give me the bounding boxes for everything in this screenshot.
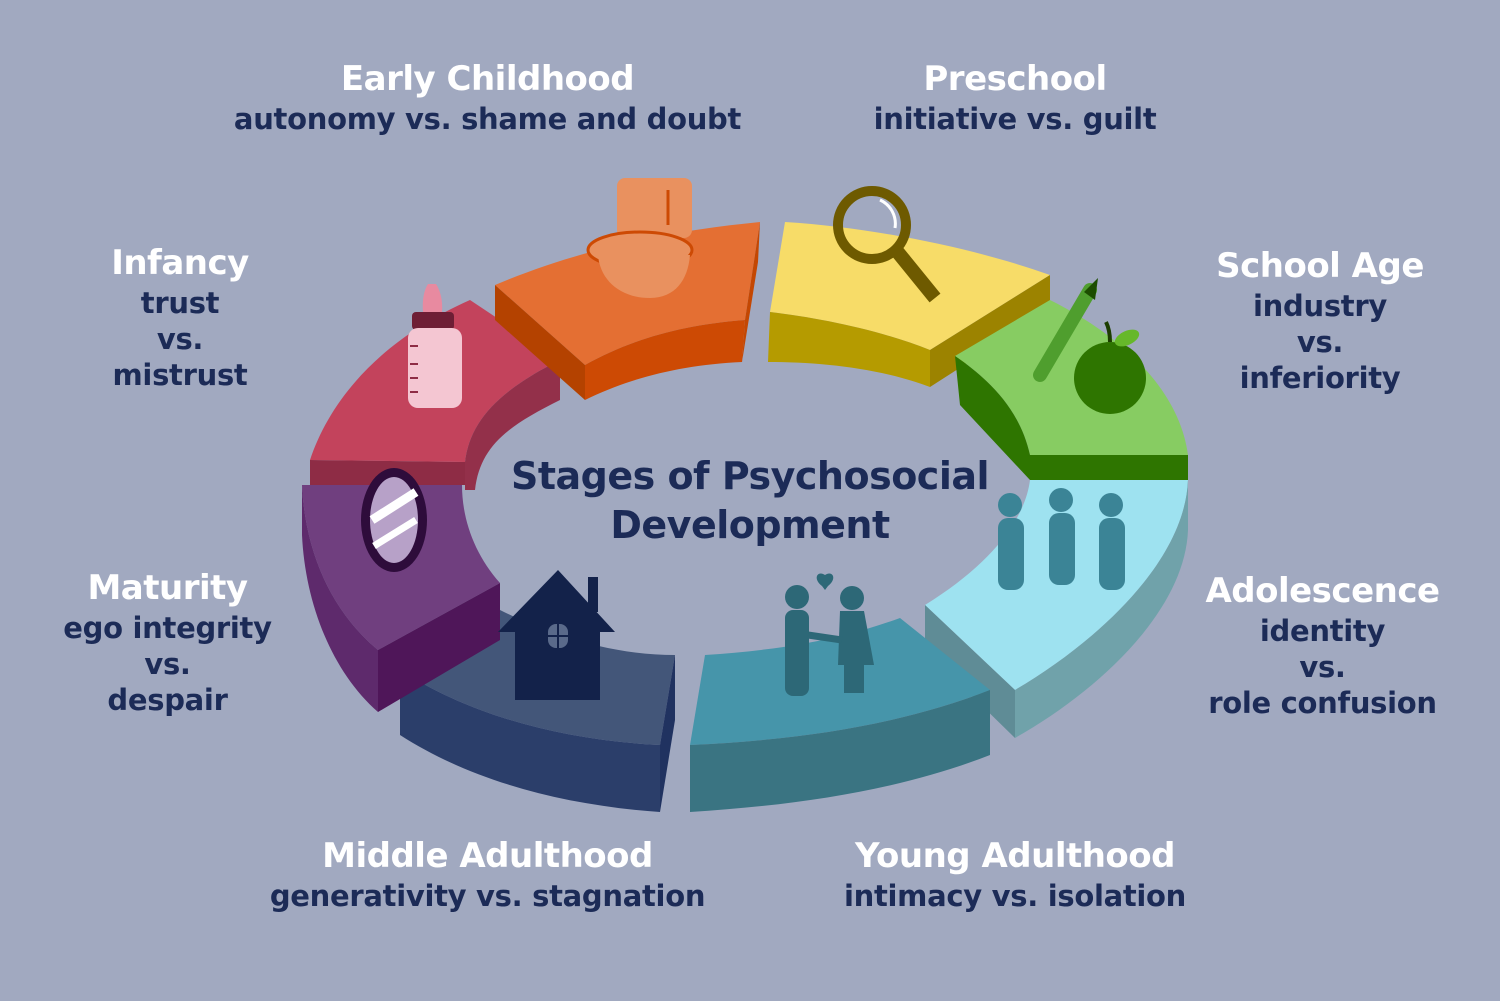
stage-name: Adolescence [1205, 571, 1440, 611]
label-young-adulthood: Young Adulthood intimacy vs. isolation [815, 835, 1215, 914]
label-adolescence: Adolescence identity vs. role confusion [1180, 570, 1465, 721]
crisis-line: inferiority [1239, 361, 1401, 395]
label-middle-adulthood: Middle Adulthood generativity vs. stagna… [250, 835, 725, 914]
crisis-line: vs. [144, 646, 191, 681]
stage-name: Maturity [87, 568, 248, 608]
stage-name: School Age [1216, 246, 1424, 286]
pencil-and-apple-icon [1033, 278, 1146, 414]
crisis-line: despair [107, 683, 228, 717]
stage-name: Infancy [111, 243, 249, 283]
diagram-title: Stages of Psychosocial Development [500, 452, 1000, 549]
group-of-people-icon [998, 488, 1125, 590]
title-line-1: Stages of Psychosocial [510, 454, 990, 498]
label-school-age: School Age industry vs. inferiority [1180, 245, 1460, 396]
crisis-line: mistrust [112, 358, 248, 392]
title-line-2: Development [610, 502, 890, 547]
crisis-line: autonomy vs. shame and doubt [233, 101, 742, 136]
stage-name: Early Childhood [340, 59, 635, 99]
crisis-line: trust [140, 285, 220, 320]
stage-name: Preschool [923, 59, 1107, 99]
label-infancy: Infancy trust vs. mistrust [30, 242, 330, 393]
crisis-line: industry [1253, 288, 1387, 323]
stage-name: Middle Adulthood [322, 836, 653, 876]
label-preschool: Preschool initiative vs. guilt [830, 58, 1200, 137]
crisis-line: generativity vs. stagnation [269, 878, 706, 913]
magnifying-glass-icon [833, 186, 941, 303]
crisis-line: vs. [1296, 324, 1344, 359]
crisis-line: identity [1259, 613, 1386, 648]
label-maturity: Maturity ego integrity vs. despair [30, 567, 305, 718]
crisis-line: intimacy vs. isolation [843, 878, 1187, 913]
segment-school-age [955, 300, 1188, 480]
label-early-childhood: Early Childhood autonomy vs. shame and d… [200, 58, 775, 137]
segment-young-adulthood [690, 618, 990, 812]
couple-with-heart-icon [785, 573, 874, 696]
crisis-line: vs. [1299, 649, 1346, 684]
crisis-line: ego integrity [63, 610, 272, 645]
stage-name: Young Adulthood [855, 836, 1175, 876]
house-icon [498, 570, 615, 700]
crisis-line: vs. [156, 321, 204, 356]
toilet-icon [586, 178, 694, 298]
baby-bottle-icon [408, 284, 462, 408]
crisis-line: initiative vs. guilt [873, 101, 1157, 136]
mirror-icon [361, 468, 427, 572]
crisis-line: role confusion [1208, 686, 1437, 720]
